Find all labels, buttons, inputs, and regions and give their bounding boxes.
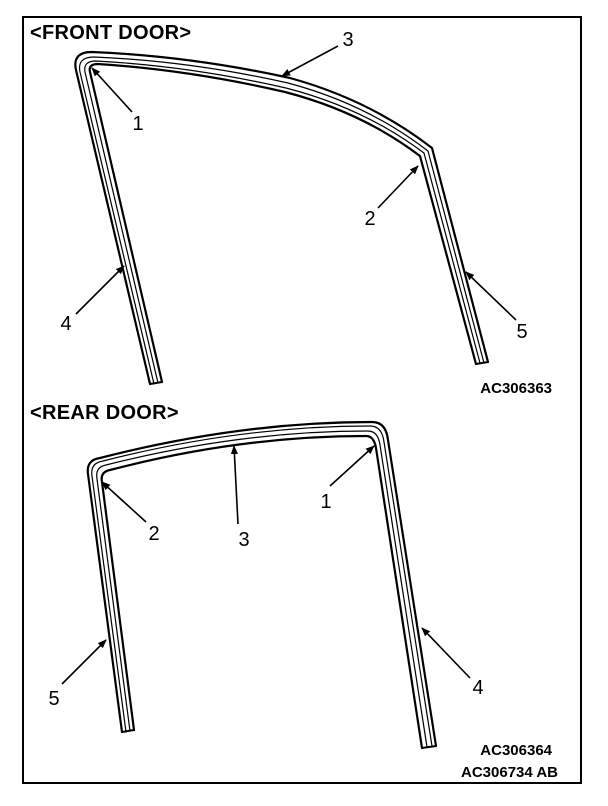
front-arrow-1 — [91, 67, 133, 113]
front-callout-3: 3 — [342, 29, 353, 51]
front-callout-arrows — [75, 45, 517, 321]
rear-callout-1: 1 — [320, 491, 331, 513]
rear-arrow-1 — [329, 445, 375, 487]
front-arrow-2 — [377, 165, 419, 209]
rear-arrow-2 — [101, 481, 147, 523]
rear-arrow-4 — [421, 627, 471, 679]
rear-callout-2: 2 — [148, 523, 159, 545]
rear-callout-3: 3 — [238, 529, 249, 551]
front-callout-2: 2 — [364, 208, 375, 230]
rear-callout-5: 5 — [48, 688, 59, 710]
front-callout-5: 5 — [516, 321, 527, 343]
front-arrow-5 — [465, 271, 517, 321]
figure-code: AC306734 AB — [461, 764, 558, 781]
rear-arrow-5 — [61, 639, 107, 685]
rear-callout-4: 4 — [472, 677, 483, 699]
rear-arrow-3 — [230, 445, 239, 525]
front-callout-4: 4 — [60, 313, 71, 335]
front-door-title: <FRONT DOOR> — [30, 22, 192, 44]
front-door-code: AC306363 — [480, 380, 552, 397]
front-arrow-4 — [75, 265, 125, 315]
figure-frame — [22, 16, 582, 784]
front-door-weatherstrip — [74, 50, 490, 386]
rear-callout-arrows — [61, 445, 471, 685]
front-callout-1: 1 — [132, 113, 143, 135]
rear-door-title: <REAR DOOR> — [30, 402, 179, 424]
rear-door-code: AC306364 — [480, 742, 552, 759]
rear-door-weatherstrip — [86, 420, 438, 750]
front-arrow-3 — [281, 45, 339, 77]
